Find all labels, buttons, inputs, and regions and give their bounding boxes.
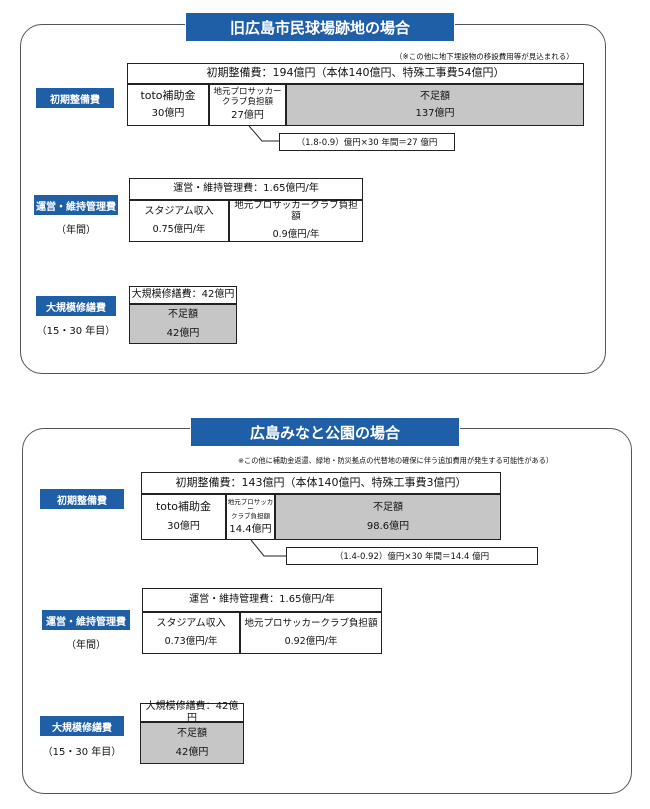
section1-club-cell: 地元プロサッカー クラブ負担額 27億円 [209,84,286,126]
section1-formula: （1.8-0.9）億円×30 年間＝27 億円 [279,133,455,151]
section2-toto-label: toto補助金 [155,500,212,514]
section1-operation-label: 運営・維持管理費 [34,195,118,215]
section2-repair-sublabel: （15・30 年目） [42,747,122,758]
section1-operation-club-label: 地元プロサッカークラブ負担額 [234,200,358,223]
section2-formula: （1.4-0.92）億円×30 年間＝14.4 億円 [286,547,538,565]
section2-stadium-value: 0.73億円/年 [164,635,218,647]
section2-initial-total: 初期整備費：143億円（本体140億円、特殊工事費3億円） [141,472,501,494]
section2-operation-sublabel: （年間） [66,640,106,651]
section1-club-label-1: 地元プロサッカー [213,87,282,98]
section1-operation-sublabel: （年間） [56,225,96,236]
section1-initial-total: 初期整備費：194億円（本体140億円、特殊工事費54億円） [127,63,584,84]
section2-repair-total: 大規模修繕費：42億円 [140,701,244,724]
section2-shortfall-label: 不足額 [373,501,403,513]
section1-repair-shortfall-value: 42億円 [166,327,200,339]
section2-club-label-2: クラブ負担額 [231,512,270,521]
section2-repair-shortfall-cell: 不足額 42億円 [140,722,244,764]
section1-stadium-value: 0.75億円/年 [152,223,206,235]
section1-toto-label: toto補助金 [140,89,196,103]
section2-operation-club-value: 0.92億円/年 [284,635,338,647]
section1-repair-total: 大規模修繕費：42億円 [129,286,237,304]
section1-stadium-label: スタジアム収入 [144,206,214,218]
section2-initial-label: 初期整備費 [40,489,124,509]
section1-shortfall-cell: 不足額 137億円 [286,84,584,126]
section2-toto-value: 30億円 [167,521,200,533]
section2-club-label-1: 地元プロサッカー [227,497,274,514]
section1-note: （※この他に地下埋設物の移設費用等が見込まれる） [395,52,574,61]
section2-shortfall-value: 98.6億円 [366,521,410,532]
section1-repair-shortfall-label: 不足額 [168,309,198,320]
section1-toto-value: 30億円 [151,108,185,120]
section1-toto-cell: toto補助金 30億円 [127,84,209,126]
section2-repair-shortfall-value: 42億円 [175,746,209,758]
section2-title: 広島みなと公園の場合 [190,417,460,447]
section2-operation-club-cell: 地元プロサッカークラブ負担額 0.92億円/年 [240,612,382,654]
section2-operation-club-label: 地元プロサッカークラブ負担額 [244,617,378,629]
section2-note: ※この他に補助金返還、緑地・防災拠点の代替地の確保に伴う追加費用が発生する可能性… [238,456,554,465]
section1-club-value: 27億円 [231,110,264,122]
section2-operation-total: 運営・維持管理費：1.65億円/年 [142,588,382,612]
section1-operation-club-cell: 地元プロサッカークラブ負担額 0.9億円/年 [229,200,363,242]
section2-club-value: 14.4億円 [229,523,272,535]
section1-operation-total: 運営・維持管理費：1.65億円/年 [129,178,363,200]
section2-shortfall-cell: 不足額 98.6億円 [275,494,501,540]
section2-stadium-cell: スタジアム収入 0.73億円/年 [142,612,240,654]
section1-operation-club-value: 0.9億円/年 [272,228,320,240]
section1-shortfall-value: 137億円 [415,108,455,119]
section2-toto-cell: toto補助金 30億円 [141,494,226,540]
section1-initial-label: 初期整備費 [36,88,114,108]
section2-club-cell: 地元プロサッカー クラブ負担額 14.4億円 [226,494,275,540]
section2-stadium-label: スタジアム収入 [156,618,226,630]
section2-repair-label: 大規模修繕費 [40,716,124,736]
section1-title: 旧広島市民球場跡地の場合 [185,12,455,42]
section1-stadium-cell: スタジアム収入 0.75億円/年 [129,200,229,242]
section1-repair-shortfall-cell: 不足額 42億円 [129,304,237,344]
section2-repair-shortfall-label: 不足額 [177,728,207,739]
section1-club-label-2: クラブ負担額 [221,97,273,108]
section2-operation-label: 運営・維持管理費 [42,610,130,630]
section1-repair-sublabel: （15・30 年目） [36,326,116,337]
section1-repair-label: 大規模修繕費 [36,296,116,316]
section1-shortfall-label: 不足額 [420,90,450,102]
